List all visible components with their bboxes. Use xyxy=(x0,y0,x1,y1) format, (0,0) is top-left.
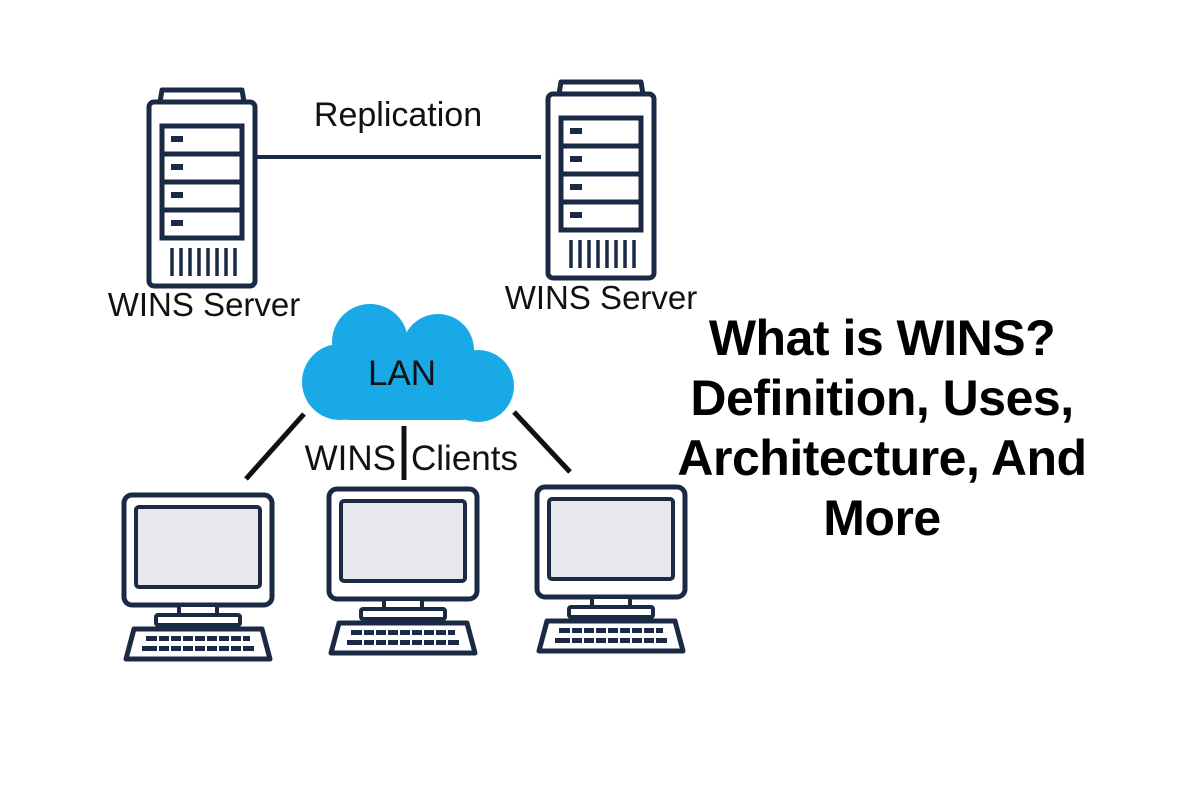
server-label-left: WINS Server xyxy=(108,286,301,323)
server-label-right: WINS Server xyxy=(505,279,698,316)
clients-label-left: WINS xyxy=(305,439,396,478)
headline-line: What is WINS? xyxy=(708,310,1056,366)
headline: What is WINS? Definition, Uses, Architec… xyxy=(632,308,1132,548)
client-link xyxy=(244,412,306,481)
server-tower-icon xyxy=(149,90,255,286)
lan-label: LAN xyxy=(368,354,436,393)
desktop-computer-icon xyxy=(124,495,272,659)
clients-label-right: Clients xyxy=(411,439,518,478)
client-link xyxy=(512,410,572,474)
headline-line: Definition, Uses, xyxy=(690,370,1074,426)
server-tower-icon xyxy=(548,82,654,278)
replication-label: Replication xyxy=(314,96,482,134)
desktop-computer-icon xyxy=(329,489,477,653)
cloud-icon xyxy=(302,304,514,422)
headline-line: More xyxy=(823,490,941,546)
headline-line: Architecture, And xyxy=(677,430,1087,486)
